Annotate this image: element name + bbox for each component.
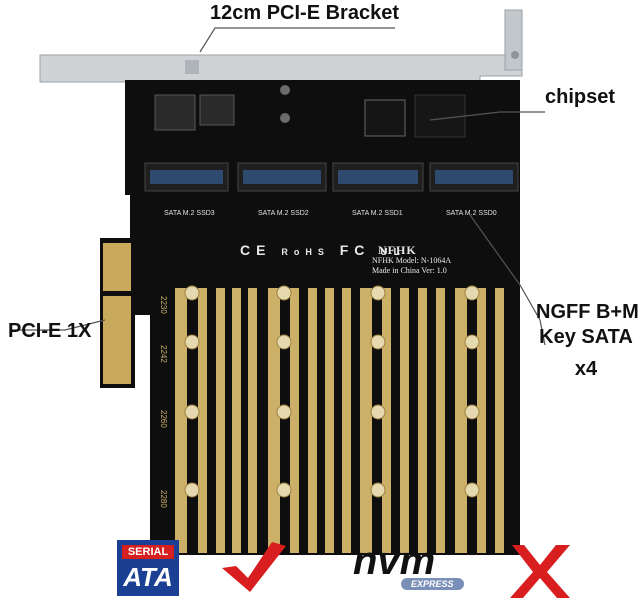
sata-logo-main: ATA: [123, 562, 173, 592]
m2-length-rails: [175, 288, 504, 553]
m2-connectors: [144, 162, 519, 192]
made-label: Made in China Ver: 1.0: [372, 266, 447, 275]
pcie-callout: PCI-E 1X: [8, 320, 92, 342]
slot-label: SATA M.2 SSD0: [446, 210, 497, 217]
pcie-gold-fingers: [103, 243, 131, 384]
nvme-logo-sub: EXPRESS: [401, 578, 464, 590]
nvme-logo: nvm EXPRESS: [353, 540, 478, 600]
slot-callout-line2: Key SATA: [539, 326, 633, 348]
slot-label: SATA M.2 SSD1: [352, 210, 403, 217]
slot-callout-line3: x4: [574, 358, 598, 380]
check-mark-icon: [222, 542, 286, 592]
length-mark: 2260: [159, 410, 168, 428]
callout-lines: [10, 27, 546, 346]
cert-mark: UL: [380, 247, 406, 258]
cross-mark-icon: [510, 545, 570, 598]
length-mark: 2280: [159, 490, 168, 508]
model-label: NFHK Model: N-1064A: [372, 256, 452, 265]
length-mark: 2242: [159, 345, 168, 363]
length-mark: 2230: [159, 296, 168, 314]
cert-marks: CE RoHS FC UL: [240, 242, 406, 258]
screw-posts: [184, 285, 480, 498]
bracket-callout: 12cm PCI-E Bracket: [210, 2, 399, 24]
chipset-callout: chipset: [545, 86, 616, 108]
slot-callout-line1: NGFF B+M: [536, 301, 639, 323]
pcb-board: [100, 80, 520, 555]
pci-bracket: [39, 9, 523, 83]
cert-mark: FC: [339, 242, 371, 258]
sata-logo-top: SERIAL: [122, 545, 174, 559]
slot-label: SATA M.2 SSD3: [164, 210, 215, 217]
brand-label: NFHK: [378, 243, 417, 257]
sata-logo: SERIAL ATA: [117, 540, 179, 596]
cert-mark: CE: [240, 242, 272, 258]
cert-mark: RoHS: [281, 247, 330, 257]
slot-label: SATA M.2 SSD2: [258, 210, 309, 217]
board-components: [154, 85, 466, 138]
nvme-logo-main: nvm: [353, 539, 436, 583]
